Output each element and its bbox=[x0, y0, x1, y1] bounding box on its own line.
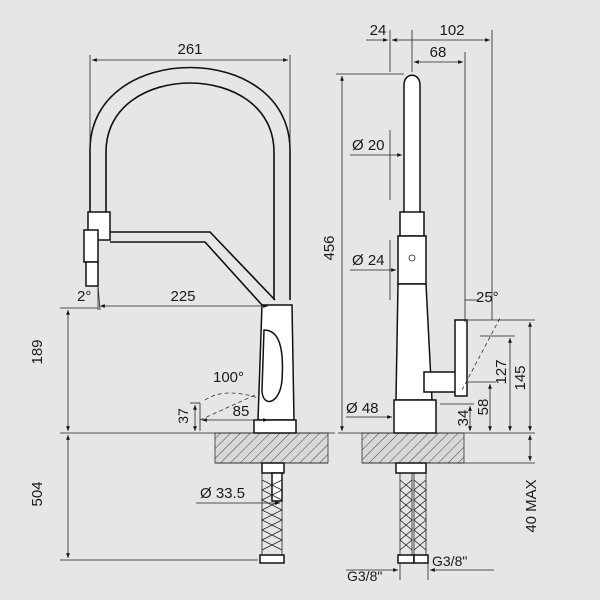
dim-lever: 100° 85 37 bbox=[175, 369, 268, 431]
side-tube bbox=[393, 74, 501, 434]
shank-diameter-label: Ø 33.5 bbox=[200, 485, 245, 502]
front-view: 261 225 2° 189 100° 85 37 bbox=[29, 41, 335, 564]
front-underside bbox=[259, 462, 285, 564]
overall-height-label: 456 bbox=[321, 235, 338, 260]
dim-side-top: 24 102 68 bbox=[366, 22, 493, 322]
spout-reach-label: 225 bbox=[170, 288, 195, 305]
dim-shank-diameter: Ø 33.5 bbox=[196, 485, 280, 505]
offset-top-label: 24 bbox=[370, 22, 387, 39]
deck-thickness-label: 40 MAX bbox=[523, 479, 540, 532]
hose-right-thread-label: G3/8" bbox=[432, 553, 467, 569]
lever-angle-label: 100° bbox=[213, 369, 244, 386]
tube-diameter-lower-label: Ø 24 bbox=[352, 252, 385, 269]
depth-inner-label: 68 bbox=[430, 44, 447, 61]
spout-height-label: 189 bbox=[29, 339, 46, 364]
dim-spout-reach: 225 2° bbox=[77, 285, 268, 311]
dim-hose-threads: G3/8" G3/8" bbox=[346, 553, 494, 584]
tube-diameter-upper-label: Ø 20 bbox=[352, 137, 385, 154]
lever-tilt-angle-label: 25° bbox=[476, 289, 499, 306]
below-deck-label: 504 bbox=[29, 481, 46, 506]
hose-left-thread-label: G3/8" bbox=[347, 568, 382, 584]
lever-pivot-height-label: 58 bbox=[475, 399, 492, 416]
dim-body-diameter: Ø 48 bbox=[346, 400, 392, 419]
dim-deck-thickness: 40 MAX bbox=[464, 435, 540, 533]
dim-below-deck: 504 bbox=[29, 435, 258, 561]
dim-overall-width: 261 bbox=[89, 41, 291, 148]
lever-base-height-label: 34 bbox=[455, 410, 472, 427]
lever-height-label: 37 bbox=[175, 408, 191, 424]
side-deck bbox=[338, 432, 535, 464]
body-diameter-label: Ø 48 bbox=[346, 400, 379, 417]
dim-tube-diameters: Ø 20 Ø 24 bbox=[350, 130, 402, 300]
dim-overall-height: 456 bbox=[321, 73, 404, 431]
side-underside bbox=[395, 462, 429, 564]
lever-height-mid-label: 127 bbox=[493, 359, 510, 384]
side-view: 24 102 68 456 Ø 20 Ø 24 Ø 48 25° bbox=[321, 22, 540, 584]
front-deck bbox=[60, 432, 335, 464]
lever-height-total-label: 145 bbox=[512, 365, 529, 390]
overall-width-label: 261 bbox=[177, 41, 202, 58]
front-spout bbox=[83, 66, 297, 434]
dim-spout-height: 189 bbox=[29, 307, 98, 431]
depth-total-label: 102 bbox=[439, 22, 464, 39]
lever-reach-label: 85 bbox=[233, 403, 250, 420]
spray-angle-label: 2° bbox=[77, 288, 91, 305]
dim-side-lever: 25° 145 127 58 34 bbox=[440, 289, 535, 431]
